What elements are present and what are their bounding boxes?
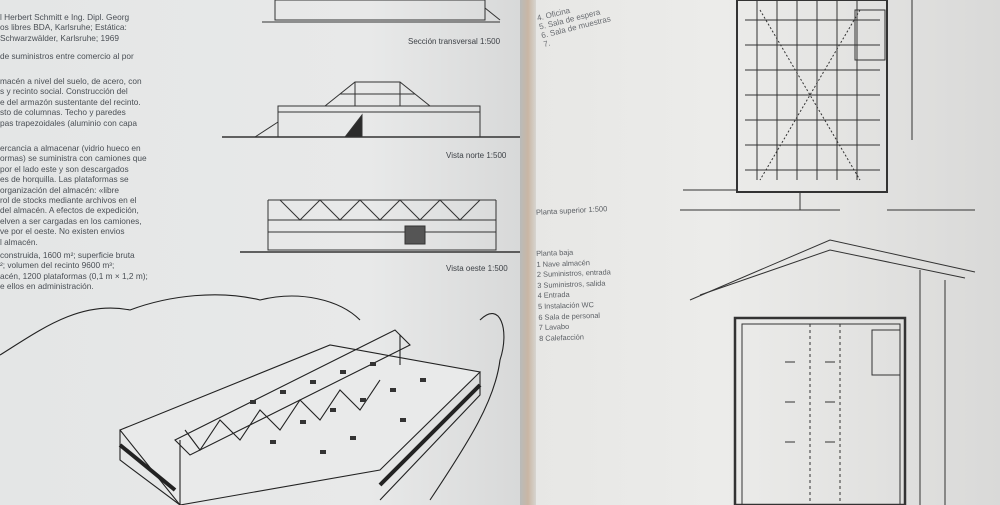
text-line: acén, 1200 plataformas (0,1 m × 1,2 m); — [0, 270, 148, 281]
text-line: e ellos en administración. — [0, 281, 94, 292]
text-line: sto de columnas. Techo y paredes — [0, 107, 126, 118]
pallet-marks — [250, 362, 426, 454]
credits-text: l Herbert Schmitt e Ing. Dipl. Georg os … — [0, 12, 129, 43]
text-line: es de horquilla. Las plataformas se — [0, 174, 129, 185]
text-line: pas trapezoidales (aluminio con capa — [0, 117, 137, 128]
north-view-drawing — [222, 81, 520, 138]
credits-line: os libres BDA, Karlsruhe; Estática: — [0, 22, 127, 33]
text-line: macén a nivel del suelo, de acero, con — [0, 76, 142, 86]
text-line: construida, 1600 m²; superficie bruta — [0, 250, 135, 260]
text-line: l almacén. — [0, 236, 38, 247]
text-line: del almacén. A efectos de expedición, — [0, 205, 139, 216]
text-line: ormas) se suministra con camiones que — [0, 153, 147, 164]
text-line: s y recinto social. Construcción del — [0, 86, 128, 97]
book-gutter — [520, 0, 536, 505]
text-line: ercancia a almacenar (vidrio hueco en — [0, 143, 141, 153]
north-view-caption: Vista norte 1:500 — [446, 151, 507, 160]
right-page — [534, 0, 1000, 505]
perspective-drawing — [0, 294, 505, 505]
ground-plan-legend: Planta baja 1 Nave almacén 2 Suministros… — [536, 246, 613, 344]
text-line: elven a ser cargadas en los camiones, — [0, 215, 142, 226]
text-line: e del armazón sustentante del recinto. — [0, 96, 141, 107]
ground-floor-plan — [689, 239, 976, 505]
construction-text: macén a nivel del suelo, de acero, con s… — [0, 76, 142, 128]
text-line: por el lado este y son descargados — [0, 163, 129, 174]
section-drawing — [262, 0, 501, 23]
purpose-text: de suministros entre comercio al por — [0, 51, 134, 61]
text-line: organización del almacén: «libre — [0, 184, 119, 195]
text-line: ²; volumen del recinto 9600 m³; — [0, 260, 115, 271]
west-view-drawing — [240, 199, 520, 253]
operation-text: ercancia a almacenar (vidrio hueco en or… — [0, 143, 147, 247]
west-view-caption: Vista oeste 1:500 — [446, 264, 508, 273]
text-line: rol de stocks mediante archivos en el — [0, 195, 137, 206]
text-line: ve por el oeste. No existen envios — [0, 226, 125, 237]
figures-text: construida, 1600 m²; superficie bruta ²;… — [0, 250, 148, 292]
upper-floor-plan — [680, 0, 975, 211]
credits-line: l Herbert Schmitt e Ing. Dipl. Georg — [0, 12, 130, 22]
credits-line: Schwarzwälder, Karlsruhe; 1969 — [0, 32, 119, 43]
section-caption: Sección transversal 1:500 — [408, 37, 501, 46]
